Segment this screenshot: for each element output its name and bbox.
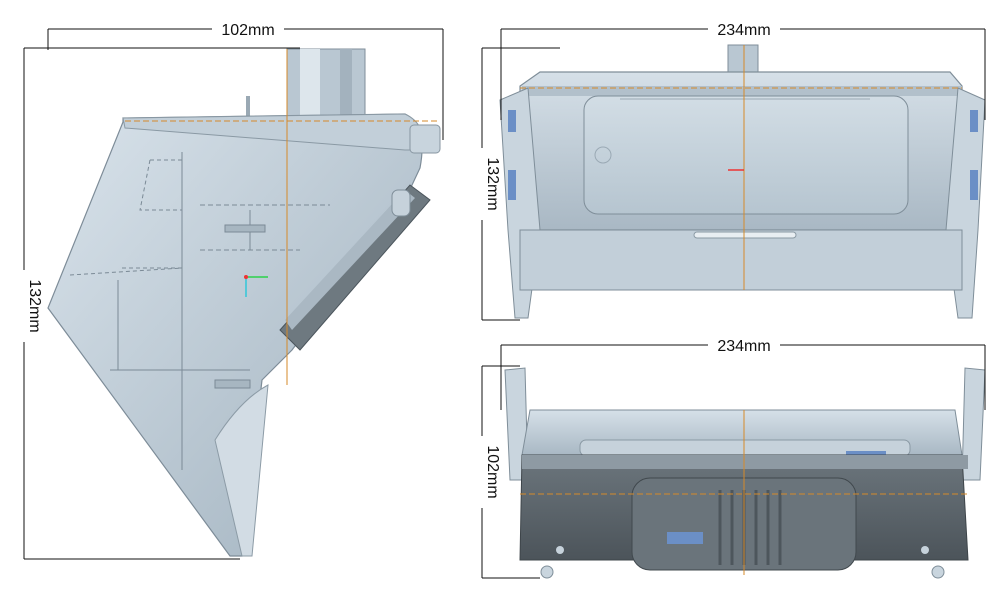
bottom-width-label: 234mm [717,338,770,355]
internal-ribs [69,152,330,470]
axis-marker [244,275,268,297]
side-width-label: 102mm [221,22,274,39]
front-mount-post [727,44,759,76]
front-view [499,44,986,319]
phone-outline [583,95,909,215]
front-height-label: 132mm [484,157,501,210]
side-view [47,48,441,557]
hinge-assembly [279,124,441,351]
front-width-label: 234mm [717,22,770,39]
side-height-label: 132mm [26,279,43,332]
bottom-view [504,367,986,579]
bottom-height-label: 102mm [484,445,501,498]
